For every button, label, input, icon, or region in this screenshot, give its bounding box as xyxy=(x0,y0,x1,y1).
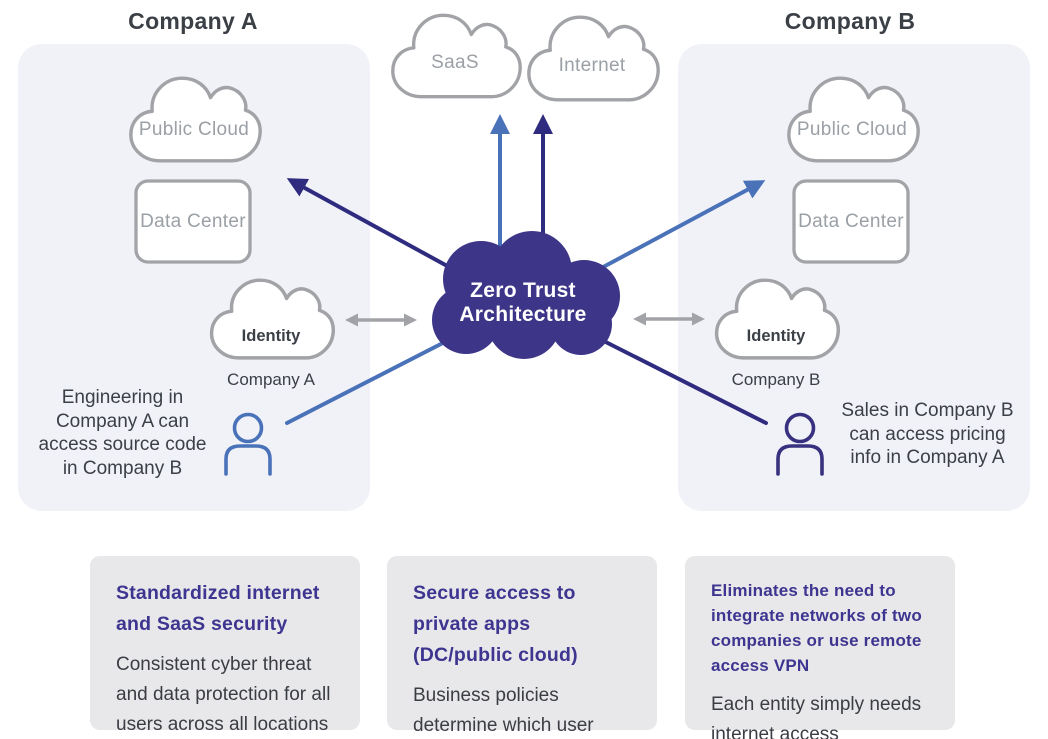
zero-trust-label: Zero Trust Architecture xyxy=(459,279,587,326)
person-b-icon xyxy=(776,412,824,476)
arrow-to-company-b xyxy=(591,180,766,275)
benefit-box-no-vpn: Eliminates the need to integrate network… xyxy=(685,556,955,739)
public-cloud-b-label: Public Cloud xyxy=(796,119,908,140)
benefit-box-private-apps: Secure access to private apps (DC/public… xyxy=(387,556,657,736)
identity-a-line2: Company A xyxy=(227,370,315,389)
data-center-b-box xyxy=(792,179,910,264)
benefit-box-saas-security: Standardized internet and SaaS security … xyxy=(90,556,360,735)
public-cloud-a-label: Public Cloud xyxy=(138,119,250,140)
internet-label: Internet xyxy=(558,55,626,76)
company-b-title: Company B xyxy=(784,8,916,34)
line-person-a-to-center xyxy=(285,326,474,425)
company-a-title: Company A xyxy=(128,8,258,34)
identity-b-exchange-arrow xyxy=(633,312,705,326)
benefit-body: Each entity simply needs internet access xyxy=(711,694,922,739)
identity-a-label: Identity Company A xyxy=(201,303,341,413)
data-center-a-label: Data Center xyxy=(140,211,246,232)
line-person-b-to-center xyxy=(576,326,768,425)
identity-a-exchange-arrow xyxy=(345,313,417,327)
benefit-heading: Standardized internet and SaaS security xyxy=(116,582,320,635)
sales-annotation: Sales in Company B can access pricing in… xyxy=(841,400,1014,468)
benefit-body: Consistent cyber threat and data protect… xyxy=(116,654,331,735)
data-center-b-label: Data Center xyxy=(798,211,904,232)
benefit-heading: Secure access to private apps (DC/public… xyxy=(413,582,578,666)
engineering-annotation: Engineering in Company A can access sour… xyxy=(38,387,207,479)
saas-label: SaaS xyxy=(431,52,479,73)
identity-b-line1: Identity xyxy=(746,327,806,345)
arrow-to-company-a xyxy=(286,178,461,275)
benefit-body: Business policies determine which user g… xyxy=(413,685,594,736)
identity-b-line2: Company B xyxy=(731,370,821,389)
diagram-canvas xyxy=(129,13,920,476)
identity-a-line1: Identity xyxy=(241,327,301,345)
person-a-icon xyxy=(224,412,272,476)
zero-trust-cloud xyxy=(432,231,620,359)
benefit-heading: Eliminates the need to integrate network… xyxy=(711,581,922,675)
identity-b-label: Identity Company B xyxy=(706,303,846,413)
data-center-a-box xyxy=(134,179,252,264)
